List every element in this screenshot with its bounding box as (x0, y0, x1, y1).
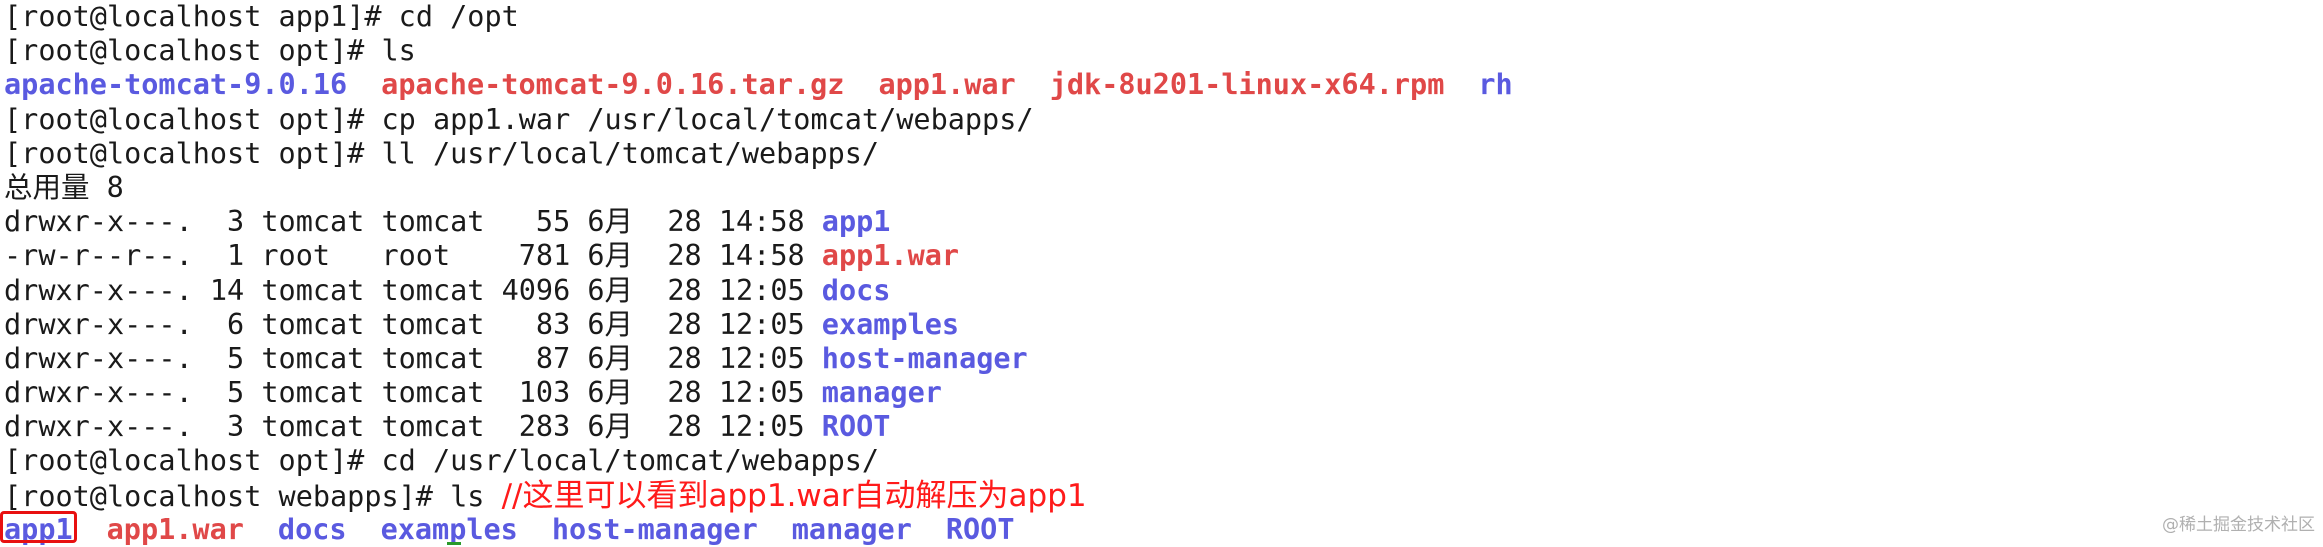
listing-meta: drwxr-x---. 3 tomcat tomcat 283 6月 28 12… (4, 410, 822, 444)
listing-name-directory: examples (821, 307, 960, 341)
shell-command: ls (381, 34, 416, 68)
listing-meta: drwxr-x---. 6 tomcat tomcat 83 6月 28 12:… (4, 307, 822, 341)
shell-prompt: [root@localhost opt]# (4, 34, 382, 68)
listing-meta: -rw-r--r--. 1 root root 781 6月 28 14:58 (4, 239, 822, 273)
ls-item-directory: docs (277, 512, 347, 546)
listing-meta: drwxr-x---. 5 tomcat tomcat 87 6月 28 12:… (4, 341, 822, 375)
ls-item-directory: examples (380, 512, 518, 546)
ls-item-archive: app1.war (106, 512, 244, 546)
ls-item-directory: ROOT (945, 512, 1015, 546)
ls-item-archive: jdk-8u201-linux-x64.rpm (1049, 68, 1445, 102)
listing-name-directory: host-manager (821, 341, 1028, 375)
terminal-line: [root@localhost webapps]# ls //这里可以看到app… (4, 479, 2304, 513)
listing-meta: drwxr-x---. 14 tomcat tomcat 4096 6月 28 … (4, 273, 822, 307)
listing-meta: drwxr-x---. 3 tomcat tomcat 55 6月 28 14:… (4, 205, 822, 239)
shell-prompt: [root@localhost opt]# (4, 102, 382, 136)
shell-prompt: [root@localhost webapps]# (4, 479, 451, 513)
ls-item-directory: rh (1478, 68, 1513, 102)
terminal-line: [root@localhost opt]# ll /usr/local/tomc… (4, 137, 2304, 171)
red-annotation-note: //这里可以看到app1.war自动解压为app1 (501, 477, 1087, 514)
cursor-underline-mark (447, 542, 461, 545)
listing-meta: drwxr-x---. 5 tomcat tomcat 103 6月 28 12… (4, 376, 822, 410)
shell-prompt: [root@localhost opt]# (4, 444, 382, 478)
listing-row: drwxr-x---. 14 tomcat tomcat 4096 6月 28 … (4, 274, 2304, 308)
terminal-output[interactable]: [root@localhost app1]# cd /opt [root@loc… (4, 0, 2304, 547)
ls-output-line: apache-tomcat-9.0.16 apache-tomcat-9.0.16… (4, 68, 2304, 102)
listing-name-directory: ROOT (821, 410, 891, 444)
ls-item-archive: apache-tomcat-9.0.16.tar.gz (381, 68, 845, 102)
listing-name-directory: docs (821, 273, 891, 307)
listing-row: drwxr-x---. 5 tomcat tomcat 103 6月 28 12… (4, 376, 2304, 410)
listing-row: drwxr-x---. 5 tomcat tomcat 87 6月 28 12:… (4, 342, 2304, 376)
listing-row: drwxr-x---. 6 tomcat tomcat 83 6月 28 12:… (4, 308, 2304, 342)
shell-command: cd /usr/local/tomcat/webapps/ (381, 444, 880, 478)
red-highlight-box (0, 511, 77, 543)
listing-row: drwxr-x---. 3 tomcat tomcat 283 6月 28 12… (4, 410, 2304, 444)
listing-row: -rw-r--r--. 1 root root 781 6月 28 14:58 … (4, 239, 2304, 273)
listing-name-directory: app1 (821, 205, 891, 239)
terminal-line: [root@localhost opt]# cp app1.war /usr/l… (4, 103, 2304, 137)
shell-command: cp app1.war /usr/local/tomcat/webapps/ (381, 102, 1034, 136)
total-text: 总用量 8 (4, 170, 124, 204)
listing-row: drwxr-x---. 3 tomcat tomcat 55 6月 28 14:… (4, 205, 2304, 239)
shell-prompt: [root@localhost app1]# (4, 0, 399, 33)
total-line: 总用量 8 (4, 171, 2304, 205)
ls-item-archive: app1.war (878, 68, 1016, 102)
shell-command: cd /opt (398, 0, 519, 33)
shell-command: ll /usr/local/tomcat/webapps/ (381, 136, 880, 170)
ls-item-directory: manager (791, 512, 912, 546)
watermark-text: @稀土掘金技术社区 (2162, 515, 2315, 535)
terminal-line: [root@localhost opt]# ls (4, 34, 2304, 68)
shell-prompt: [root@localhost opt]# (4, 136, 382, 170)
terminal-line: [root@localhost opt]# cd /usr/local/tomc… (4, 444, 2304, 478)
listing-name-directory: manager (821, 376, 942, 410)
listing-name-archive: app1.war (821, 239, 960, 273)
ls-item-directory: host-manager (551, 512, 758, 546)
terminal-line: [root@localhost app1]# cd /opt (4, 0, 2304, 34)
ls-item-directory: apache-tomcat-9.0.16 (4, 68, 348, 102)
shell-command: ls (450, 479, 502, 513)
